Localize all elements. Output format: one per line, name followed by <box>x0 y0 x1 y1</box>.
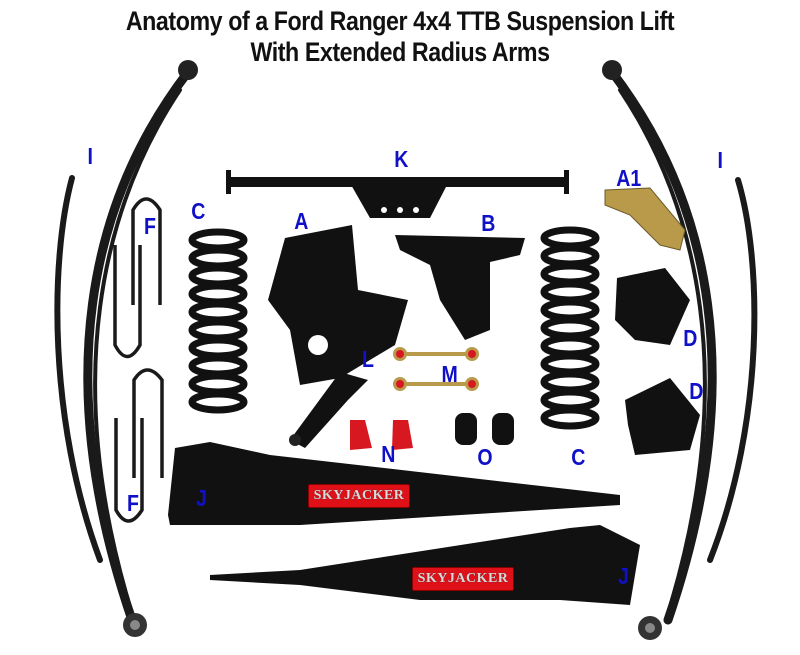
label-a1: A1 <box>616 165 642 191</box>
title-line-1: Anatomy of a Ford Ranger 4x4 TTB Suspens… <box>125 6 675 36</box>
bracket-a <box>268 225 408 385</box>
label-l: L <box>362 346 375 372</box>
bracket-d-top <box>615 268 690 345</box>
label-o: O <box>477 444 493 470</box>
skyjacker-badge-bottom: SKYJACKER <box>412 567 514 591</box>
leaf-spring-left <box>54 67 193 625</box>
label-f-top: F <box>144 213 157 239</box>
label-c-left: C <box>191 198 206 224</box>
label-i-right: I <box>717 147 723 173</box>
leaf-spring-right <box>607 67 758 625</box>
title-line-2: With Extended Radius Arms <box>250 37 550 67</box>
label-c-right: C <box>571 444 586 470</box>
skyjacker-badge-top: SKYJACKER <box>308 484 410 508</box>
label-b: B <box>481 210 496 236</box>
plate-a1 <box>604 187 686 251</box>
bump-stops <box>350 420 413 450</box>
bracket-d-bottom <box>625 378 700 455</box>
label-j-left: J <box>195 485 207 511</box>
label-a: A <box>294 208 309 234</box>
pitman-arm <box>290 372 368 448</box>
label-n: N <box>381 441 396 467</box>
label-i-left: I <box>87 143 93 169</box>
crossmember <box>226 170 569 218</box>
bracket-b <box>395 235 525 340</box>
coil-spring-left <box>188 228 248 414</box>
label-d-bottom: D <box>689 378 704 404</box>
u-bolts <box>113 197 164 523</box>
sway-bar-links <box>393 347 479 391</box>
label-m: M <box>441 361 458 387</box>
radius-arm-bottom <box>210 525 640 605</box>
label-k: K <box>394 146 409 172</box>
bushings <box>455 413 514 445</box>
label-j-right: J <box>617 563 629 589</box>
badge-text: SKYJACKER <box>313 488 405 503</box>
label-f-bottom: F <box>127 490 140 516</box>
label-d-top: D <box>683 325 698 351</box>
badge-text: SKYJACKER <box>417 571 509 586</box>
radius-arm-top <box>168 442 620 525</box>
coil-spring-right <box>540 226 600 430</box>
